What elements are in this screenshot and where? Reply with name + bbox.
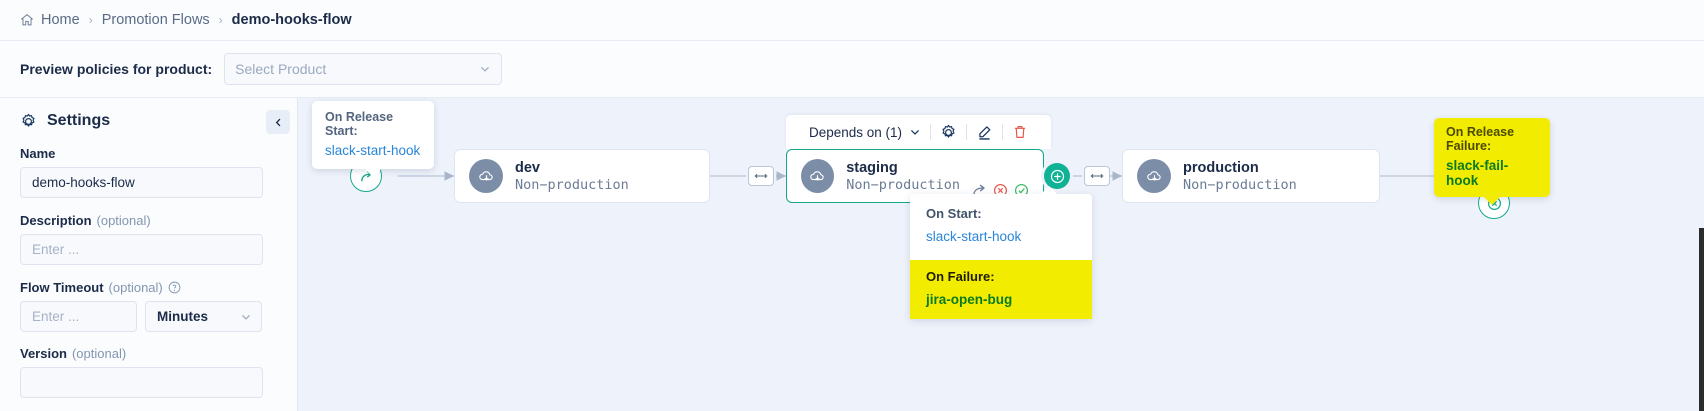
preview-policies-bar: Preview policies for product: Select Pro… — [0, 41, 1704, 97]
chevron-left-icon — [275, 118, 280, 126]
breadcrumb-home[interactable]: Home — [20, 12, 80, 28]
gate-icon — [754, 173, 768, 179]
pencil-edit-icon — [979, 125, 991, 140]
chevron-down-icon — [911, 129, 920, 135]
settings-header: Settings — [20, 112, 262, 130]
flow-timeout-row: Enter ... Minutes — [20, 301, 262, 332]
toolbar-divider — [930, 124, 932, 140]
toolbar-divider — [1002, 124, 1004, 140]
help-circle-icon[interactable] — [168, 281, 181, 294]
name-input-value: demo-hooks-flow — [32, 175, 135, 190]
node-dev-type: Non−production — [515, 176, 629, 193]
on-release-failure-label: On Release Failure: — [1446, 125, 1515, 153]
breadcrumb: Home › Promotion Flows › demo-hooks-flow — [0, 0, 1704, 41]
on-release-start-label: On Release Start: — [325, 110, 394, 138]
description-placeholder: Enter ... — [32, 242, 80, 257]
node-settings-button[interactable] — [931, 124, 966, 141]
node-staging-hook-indicators — [972, 183, 1029, 198]
node-production-type: Non−production — [1183, 176, 1297, 193]
version-optional: (optional) — [71, 346, 127, 361]
flow-canvas[interactable]: On Release Start: slack-start-hook dev N… — [298, 97, 1704, 411]
chevron-down-icon — [242, 314, 250, 320]
settings-panel: Settings Name demo-hooks-flow Descriptio… — [0, 97, 298, 411]
description-label-text: Description — [20, 213, 92, 228]
plus-icon — [1050, 169, 1064, 183]
hook-on-start: On Start: slack-start-hook — [910, 206, 1092, 260]
product-select-placeholder: Select Product — [235, 61, 327, 77]
breadcrumb-separator-2: › — [218, 13, 223, 27]
settings-title: Settings — [47, 112, 111, 129]
flow-timeout-unit-select[interactable]: Minutes — [145, 301, 262, 332]
breadcrumb-separator-1: › — [88, 13, 93, 27]
preview-policies-label: Preview policies for product: — [20, 61, 213, 77]
description-input[interactable]: Enter ... — [20, 234, 263, 265]
chevron-down-icon — [481, 66, 490, 72]
hook-on-start-label: On Start: — [926, 206, 982, 221]
hook-on-failure-link[interactable]: jira-open-bug — [926, 292, 1013, 307]
version-input[interactable] — [20, 367, 263, 398]
environment-cloud-icon — [1137, 159, 1171, 193]
node-staging-name: staging — [846, 159, 898, 176]
name-label-text: Name — [20, 146, 56, 161]
tooltip-arrow — [1483, 196, 1501, 205]
node-dev-name: dev — [515, 159, 540, 176]
on-release-start-hook-link[interactable]: slack-start-hook — [325, 143, 421, 158]
node-staging-toolbar: Depends on (1) — [786, 115, 1052, 149]
flow-timeout-label-text: Flow Timeout — [20, 280, 104, 295]
version-label-text: Version — [20, 346, 67, 361]
tooltip-arrow — [364, 168, 382, 177]
on-release-failure-hook-link[interactable]: slack-fail-hook — [1446, 158, 1509, 188]
description-optional: (optional) — [96, 213, 151, 228]
collapse-panel-button[interactable] — [266, 110, 290, 134]
version-label: Version (optional) — [20, 346, 262, 361]
hook-on-failure-label: On Failure: — [926, 269, 995, 284]
staging-hooks-panel: On Start: slack-start-hook On Failure: j… — [910, 186, 1092, 319]
gear-icon — [22, 113, 35, 127]
node-production-name: production — [1183, 159, 1259, 176]
product-select[interactable]: Select Product — [224, 53, 503, 85]
environment-cloud-icon — [801, 159, 835, 193]
description-label: Description (optional) — [20, 213, 262, 228]
breadcrumb-current: demo-hooks-flow — [231, 12, 352, 28]
flow-timeout-placeholder: Enter ... — [32, 309, 80, 324]
hooks-panel-arrow — [1040, 186, 1058, 195]
name-label: Name — [20, 146, 262, 161]
node-edit-button[interactable] — [967, 124, 1002, 141]
connector-gate-2[interactable] — [1084, 166, 1110, 186]
breadcrumb-home-label: Home — [41, 12, 80, 28]
flow-timeout-input[interactable]: Enter ... — [20, 301, 138, 332]
vertical-scrollbar[interactable] — [1699, 228, 1704, 411]
name-input[interactable]: demo-hooks-flow — [20, 167, 263, 198]
on-release-start-tooltip: On Release Start: slack-start-hook — [312, 101, 434, 177]
flow-timeout-unit-value: Minutes — [157, 309, 209, 324]
trash-icon — [1014, 126, 1026, 138]
depends-on-label: Depends on (1) — [809, 124, 903, 140]
breadcrumb-promotion-flows[interactable]: Promotion Flows — [101, 12, 210, 28]
node-production[interactable]: production Non−production — [1122, 149, 1380, 203]
hook-on-start-link[interactable]: slack-start-hook — [926, 229, 1022, 244]
flow-timeout-label: Flow Timeout (optional) — [20, 280, 262, 295]
environment-cloud-icon — [469, 159, 503, 193]
node-dev[interactable]: dev Non−production — [454, 149, 710, 203]
node-delete-button[interactable] — [1003, 124, 1037, 140]
on-release-failure-tooltip: On Release Failure: slack-fail-hook — [1434, 118, 1550, 205]
gear-icon — [942, 124, 955, 138]
node-staging-type: Non−production — [846, 176, 960, 193]
hook-on-failure: On Failure: jira-open-bug — [910, 260, 1092, 319]
depends-on-dropdown[interactable]: Depends on (1) — [800, 125, 930, 140]
toolbar-divider — [966, 124, 968, 140]
add-node-button[interactable] — [1044, 163, 1070, 189]
gate-icon — [1090, 173, 1104, 179]
home-icon — [21, 14, 33, 26]
flow-timeout-optional: (optional) — [108, 280, 163, 295]
connector-gate-1[interactable] — [748, 166, 774, 186]
